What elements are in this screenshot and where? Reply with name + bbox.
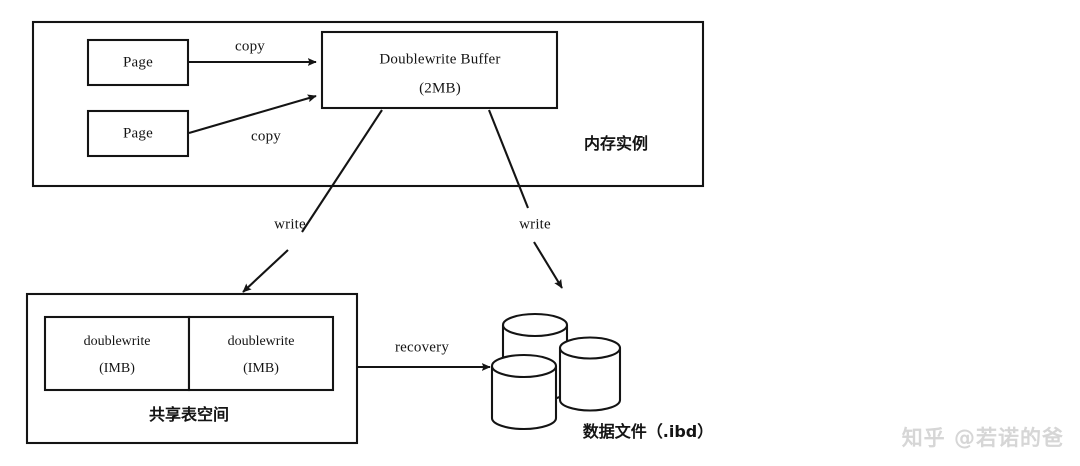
memory-instance-label: 内存实例 bbox=[583, 133, 649, 153]
shared-tablespace-box bbox=[25, 292, 359, 445]
page-box-2-label: Page bbox=[123, 125, 153, 142]
doublewrite-buffer-box bbox=[320, 30, 559, 110]
write-label-1: write bbox=[274, 216, 306, 233]
write-label-2: write bbox=[519, 216, 551, 233]
write-line-2-upper bbox=[488, 109, 529, 209]
page-box-1 bbox=[86, 38, 190, 87]
write-arrow-2 bbox=[533, 241, 563, 289]
copy-label-2: copy bbox=[251, 128, 281, 145]
data-file-cylinder-front-left bbox=[490, 353, 558, 431]
memory-instance-box bbox=[31, 20, 705, 188]
doublewrite-segment-2-title: doublewrite bbox=[227, 333, 295, 349]
doublewrite-segment-1 bbox=[43, 315, 191, 392]
doublewrite-segment-1-size: (IMB) bbox=[99, 360, 135, 376]
watermark: 知乎 @若诺的爸 bbox=[901, 426, 1064, 450]
doublewrite-buffer-size: (2MB) bbox=[419, 80, 461, 97]
shared-tablespace-label: 共享表空间 bbox=[148, 404, 230, 424]
doublewrite-segment-2 bbox=[187, 315, 335, 392]
doublewrite-segment-2-size: (IMB) bbox=[243, 360, 279, 376]
doublewrite-buffer-title: Doublewrite Buffer bbox=[379, 51, 501, 68]
write-arrow-1 bbox=[242, 249, 289, 293]
page-box-1-label: Page bbox=[123, 54, 153, 71]
write-line-1-upper bbox=[301, 109, 383, 233]
recovery-label: recovery bbox=[394, 339, 450, 356]
copy-label-1: copy bbox=[235, 38, 265, 55]
data-file-cylinder-back-right bbox=[558, 336, 622, 412]
copy-arrow-2 bbox=[188, 94, 317, 135]
doublewrite-segment-1-title: doublewrite bbox=[83, 333, 151, 349]
page-box-2 bbox=[86, 109, 190, 158]
data-files-label: 数据文件（.ibd） bbox=[582, 421, 714, 441]
